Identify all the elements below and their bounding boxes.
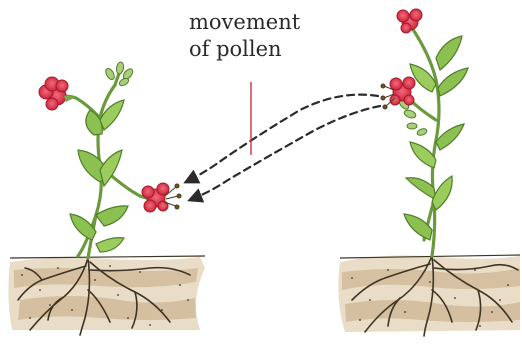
right-top-flower: [397, 9, 422, 33]
leaf: [436, 124, 464, 150]
left-soil: [8, 256, 205, 330]
left-plant-buds: [104, 61, 135, 87]
leaf: [438, 68, 468, 96]
leaf: [96, 238, 124, 252]
right-source-flower: [381, 77, 415, 109]
leaf: [96, 206, 128, 226]
left-top-flower: [39, 77, 74, 110]
left-plant-leaves: [70, 100, 128, 252]
pollen-movement-label: movement of pollen: [189, 9, 339, 63]
leaf: [70, 214, 96, 240]
pollen-movement-arrows: [186, 95, 380, 200]
leaf: [410, 142, 436, 168]
leaf: [436, 36, 462, 70]
left-receiving-flower: [142, 183, 181, 212]
pollen-arrow-upper: [186, 95, 378, 182]
label-line-1: movement: [189, 9, 339, 36]
right-soil: [338, 255, 520, 332]
label-line-2: of pollen: [189, 36, 339, 63]
